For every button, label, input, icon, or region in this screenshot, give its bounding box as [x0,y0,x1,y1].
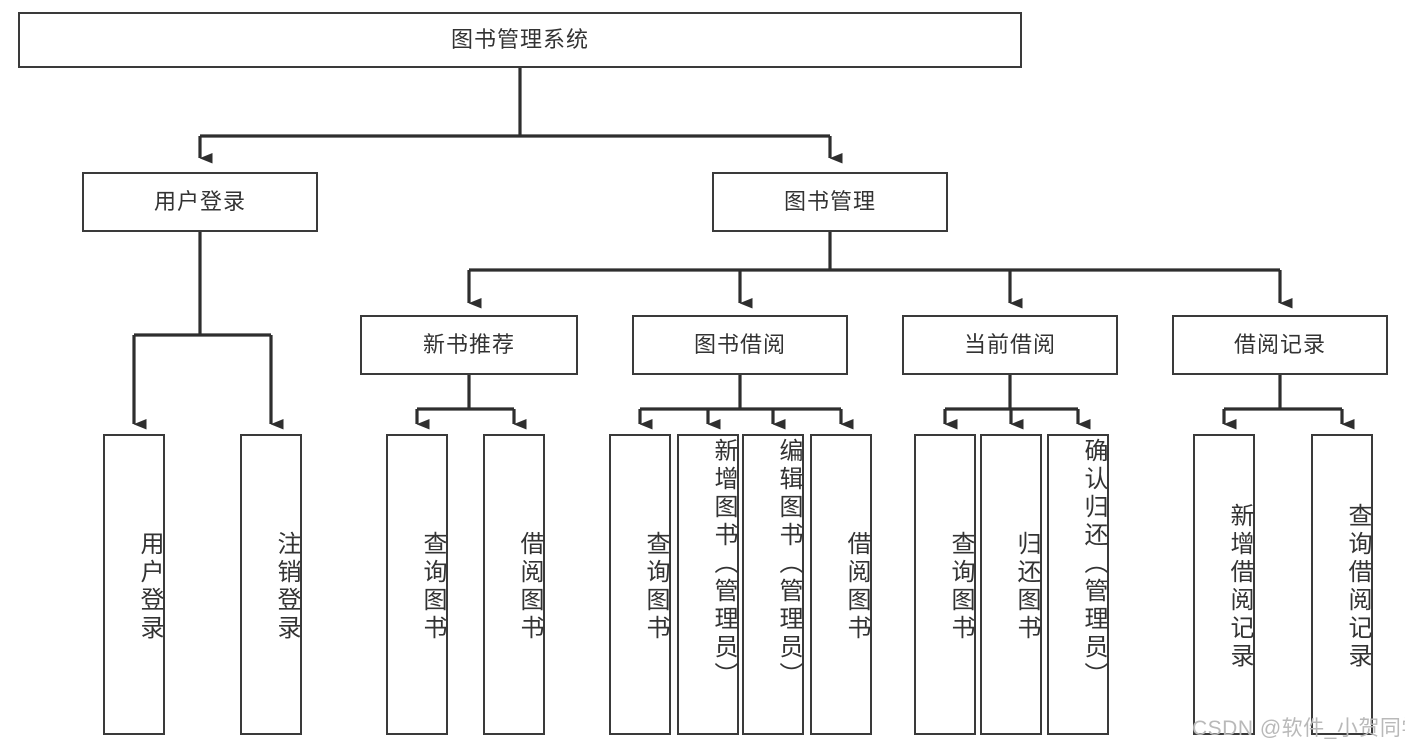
node-leaf-query-book-2-label: 查询图书 [642,530,669,643]
node-leaf-user-logout-label: 注销登录 [273,530,300,643]
node-user-login-label: 用户登录 [153,188,246,214]
node-leaf-edit-book[interactable]: 编辑图书（管理员） [742,434,804,735]
node-leaf-return-book[interactable]: 归还图书 [980,434,1042,735]
node-new-book-recommend-label: 新书推荐 [422,331,515,357]
node-leaf-borrow-book-1-label: 借阅图书 [516,530,543,643]
node-book-borrow[interactable]: 图书借阅 [632,315,848,375]
node-leaf-query-record[interactable]: 查询借阅记录 [1311,434,1373,735]
node-new-book-recommend[interactable]: 新书推荐 [360,315,578,375]
node-book-manage[interactable]: 图书管理 [712,172,948,232]
node-leaf-add-record[interactable]: 新增借阅记录 [1193,434,1255,735]
node-current-borrow[interactable]: 当前借阅 [902,315,1118,375]
node-leaf-return-book-label: 归还图书 [1013,530,1040,643]
node-leaf-user-logout[interactable]: 注销登录 [240,434,302,735]
node-leaf-confirm-return[interactable]: 确认归还（管理员） [1047,434,1109,735]
node-leaf-borrow-book-2-label: 借阅图书 [843,530,870,643]
node-leaf-query-book-3[interactable]: 查询图书 [914,434,976,735]
node-root-label: 图书管理系统 [450,26,589,52]
watermark: CSDN @软件_小贺同学 [1192,717,1405,740]
node-leaf-user-login[interactable]: 用户登录 [103,434,165,735]
node-root[interactable]: 图书管理系统 [18,12,1022,68]
node-user-login[interactable]: 用户登录 [82,172,318,232]
node-borrow-record-label: 借阅记录 [1233,331,1326,357]
node-leaf-borrow-book-2[interactable]: 借阅图书 [810,434,872,735]
node-leaf-query-book-1-label: 查询图书 [419,530,446,643]
node-leaf-query-book-2[interactable]: 查询图书 [609,434,671,735]
node-leaf-user-login-label: 用户登录 [136,530,163,643]
node-leaf-edit-book-label: 编辑图书（管理员） [775,438,802,690]
node-leaf-add-record-label: 新增借阅记录 [1226,502,1253,671]
node-leaf-add-book-label: 新增图书（管理员） [710,438,737,690]
node-current-borrow-label: 当前借阅 [963,331,1056,357]
node-leaf-query-book-1[interactable]: 查询图书 [386,434,448,735]
node-book-borrow-label: 图书借阅 [693,331,786,357]
node-borrow-record[interactable]: 借阅记录 [1172,315,1388,375]
node-leaf-add-book[interactable]: 新增图书（管理员） [677,434,739,735]
node-leaf-query-book-3-label: 查询图书 [947,530,974,643]
node-leaf-confirm-return-label: 确认归还（管理员） [1080,438,1107,690]
node-leaf-borrow-book-1[interactable]: 借阅图书 [483,434,545,735]
node-leaf-query-record-label: 查询借阅记录 [1344,502,1371,671]
node-book-manage-label: 图书管理 [783,188,876,214]
